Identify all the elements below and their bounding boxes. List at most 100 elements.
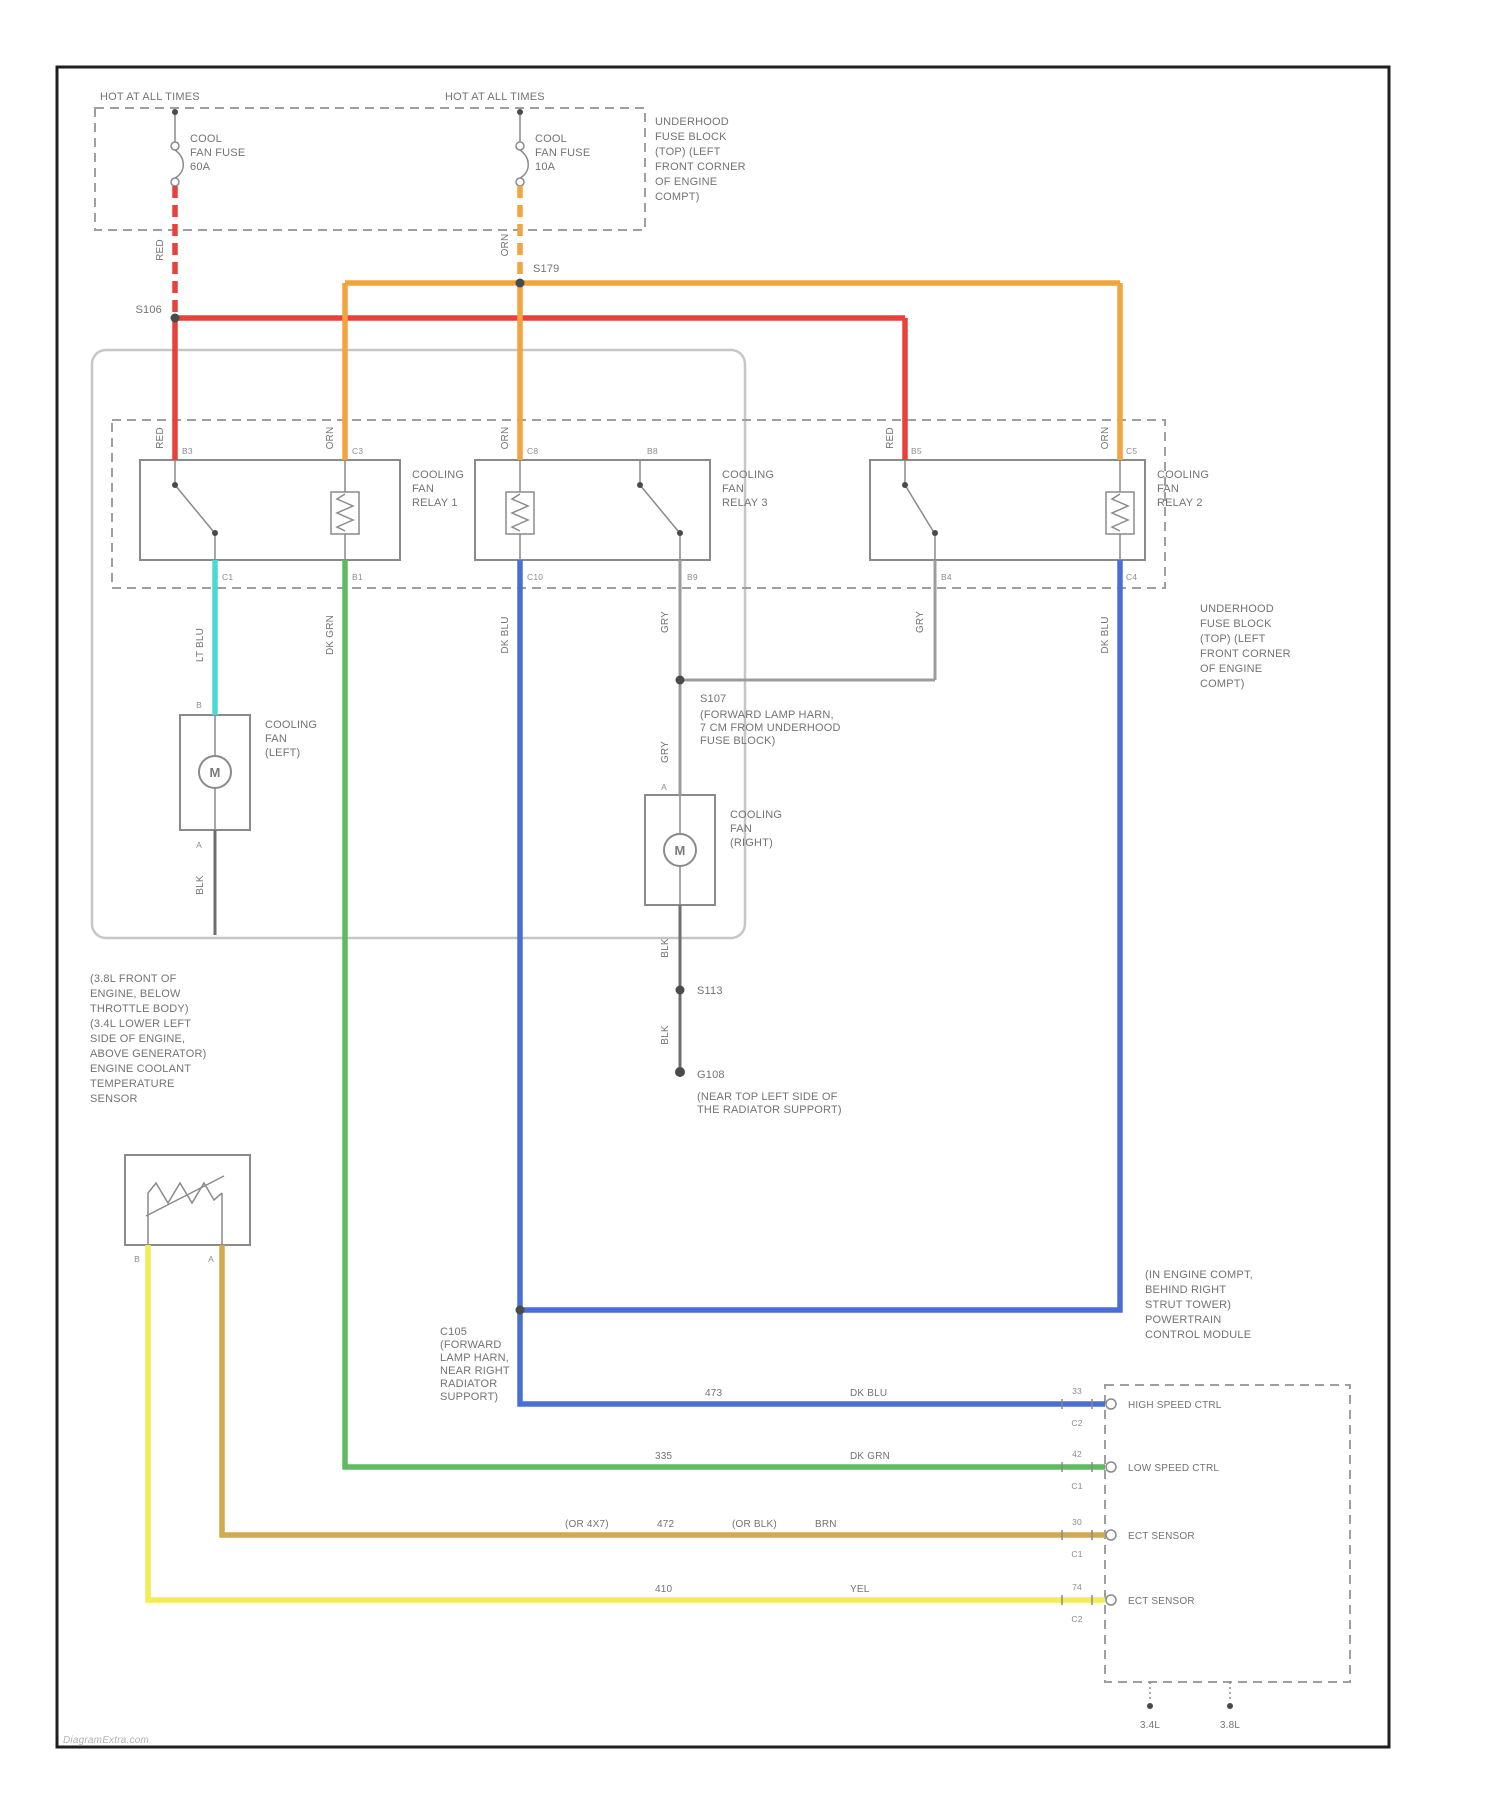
left-motor-letter: M <box>209 765 220 780</box>
pcm-row-ect-1: ECT SENSOR <box>1128 1531 1195 1542</box>
color-dkblu: DK BLU <box>850 1388 887 1399</box>
wire-tan <box>219 1245 1105 1538</box>
color-yel: YEL <box>850 1584 870 1595</box>
pcm-conn-c1-1: C1 <box>1071 1481 1082 1491</box>
ground-g108-label: G108 <box>697 1069 725 1081</box>
fuse-symbols <box>170 109 529 187</box>
pcm-row-high-speed: HIGH SPEED CTRL <box>1128 1400 1222 1411</box>
left-fan-pin-bottom: A <box>196 840 202 850</box>
left-fan-pin-top: B <box>196 700 202 710</box>
wire-label-dkblu-1: DK BLU <box>500 616 511 653</box>
pcm-pin-33: 33 <box>1072 1386 1082 1396</box>
fuse-block-box <box>94 107 646 231</box>
circuit-410: 410 <box>655 1584 673 1595</box>
splice-s106-label: S106 <box>136 304 163 316</box>
relay-3-internals <box>505 460 683 560</box>
circuit-335: 335 <box>655 1451 673 1462</box>
wire-label-orn-3: ORN <box>500 427 511 450</box>
fuse2-name-1: COOL <box>535 133 567 145</box>
wire-label-orn-2: ORN <box>325 427 336 450</box>
splice-dots <box>170 278 685 1315</box>
pcm-row-low-speed: LOW SPEED CTRL <box>1128 1463 1219 1474</box>
wire-label-gry-3: GRY <box>660 741 671 763</box>
wire-label-blk-2: BLK <box>660 938 671 958</box>
circuit-473: 473 <box>705 1388 723 1399</box>
pin-r3-c8: C8 <box>527 446 538 456</box>
motor-stubs <box>214 715 681 905</box>
wire-yellow <box>145 1245 1105 1603</box>
ect-pin-b: B <box>134 1254 140 1264</box>
cooling-fan-relay-3-box <box>474 459 711 561</box>
harness-group-box <box>90 348 747 940</box>
color-dkgrn: DK GRN <box>850 1451 890 1462</box>
wire-label-dkgrn: DK GRN <box>325 615 336 655</box>
relay-fuse-block-box <box>111 419 1166 589</box>
pin-r2-c4: C4 <box>1126 572 1137 582</box>
pin-r3-b9: B9 <box>687 572 698 582</box>
pcm-pins <box>1061 1398 1117 1606</box>
pin-r1-c3: C3 <box>352 446 363 456</box>
ect-sensor-box <box>124 1154 251 1246</box>
pcm-pin-30: 30 <box>1072 1517 1082 1527</box>
wire-dk-grn <box>342 560 1105 1470</box>
ect-pin-a: A <box>208 1254 214 1264</box>
cooling-fan-relay-2-box <box>869 459 1146 561</box>
variant-right-label: 3.8L <box>1220 1720 1241 1731</box>
splice-s179-label: S179 <box>533 263 560 275</box>
wire-label-orn-4: ORN <box>1100 427 1111 450</box>
thermistor-arrow-icon <box>145 1175 225 1217</box>
wire-label-gry-1: GRY <box>660 611 671 633</box>
wire-label-red-1: RED <box>155 239 166 261</box>
pin-r2-c5: C5 <box>1126 446 1137 456</box>
pin-r2-b4: B4 <box>941 572 952 582</box>
splice-s107-label: S107 <box>700 693 727 705</box>
pcm-row-ect-2: ECT SENSOR <box>1128 1596 1195 1607</box>
alt-label-1: (OR 4X7) <box>565 1519 609 1530</box>
fuse1-name-1: COOL <box>190 133 222 145</box>
wire-orange <box>342 186 1123 460</box>
fuse1-rating: 60A <box>190 161 211 173</box>
pcm-conn-c2-2: C2 <box>1071 1614 1082 1624</box>
wire-label-red-2: RED <box>155 427 166 449</box>
pcm-conn-c2-1: C2 <box>1071 1418 1082 1428</box>
pcm-conn-c1-2: C1 <box>1071 1549 1082 1559</box>
wire-label-gry-2: GRY <box>915 611 926 633</box>
splice-s113-label: S113 <box>697 985 723 997</box>
pin-r3-c10: C10 <box>527 572 543 582</box>
watermark: DiagramExtra.com <box>63 1735 149 1746</box>
fuse1-name-2: FAN FUSE <box>190 147 245 159</box>
color-brn: BRN <box>815 1519 837 1530</box>
pcm-pin-74: 74 <box>1072 1582 1082 1592</box>
wire-dk-blu <box>517 560 1123 1407</box>
circuit-472: 472 <box>657 1519 675 1530</box>
pin-r2-b5: B5 <box>911 446 922 456</box>
hot-label-2: HOT AT ALL TIMES <box>445 91 545 103</box>
fuse2-name-2: FAN FUSE <box>535 147 590 159</box>
wire-label-red-3: RED <box>885 427 896 449</box>
relay-2-internals <box>902 460 1135 560</box>
wire-label-blk-3: BLK <box>660 1025 671 1045</box>
variant-left-label: 3.4L <box>1140 1720 1161 1731</box>
pin-r1-b3: B3 <box>182 446 193 456</box>
ect-internal-leads <box>147 1193 223 1245</box>
relay-1-internals <box>172 460 360 560</box>
right-motor-letter: M <box>674 843 685 858</box>
right-fan-pin-top: A <box>661 782 667 792</box>
fuse2-rating: 10A <box>535 161 556 173</box>
pin-r3-b8: B8 <box>647 446 658 456</box>
hot-label-1: HOT AT ALL TIMES <box>100 91 200 103</box>
pcm-pin-42: 42 <box>1072 1449 1082 1459</box>
cooling-fan-relay-1-box <box>139 459 401 561</box>
